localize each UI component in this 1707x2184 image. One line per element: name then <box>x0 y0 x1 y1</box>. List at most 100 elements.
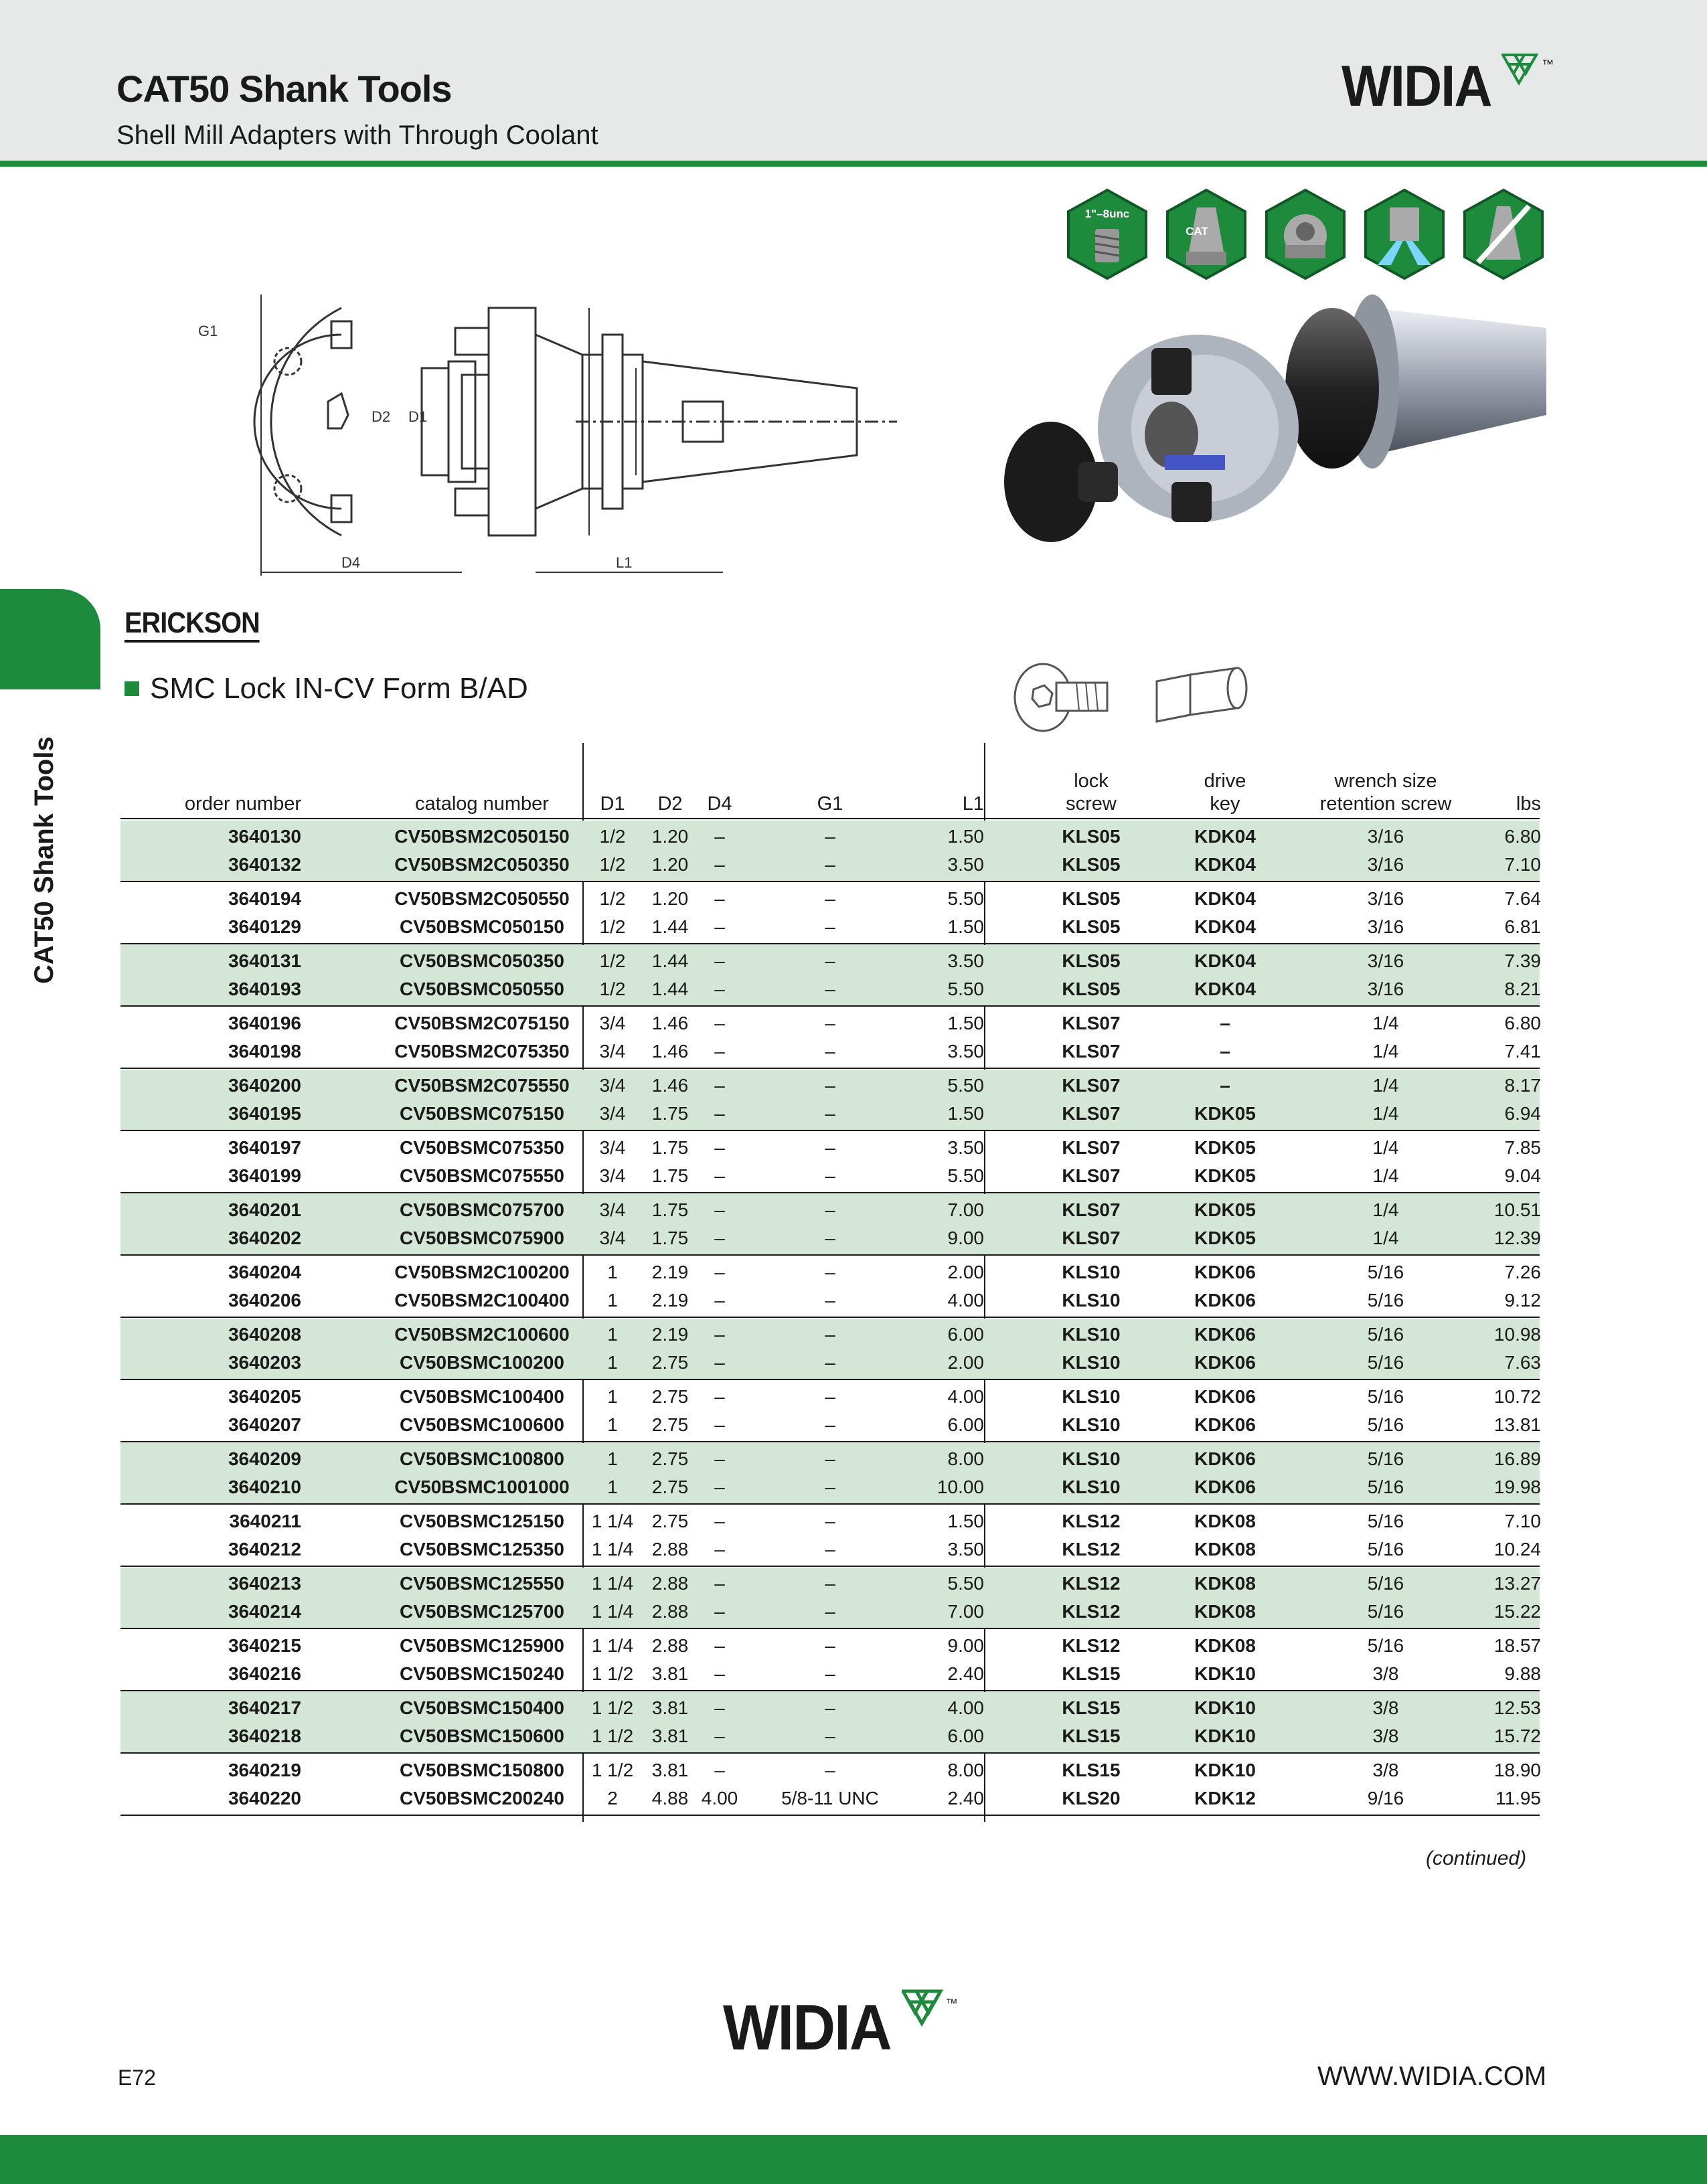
wrench-size: 3/16 <box>1367 950 1404 971</box>
g1-value: – <box>825 916 835 937</box>
wrench-size: 3/8 <box>1372 1697 1399 1718</box>
order-number: 3640217 <box>228 1697 301 1718</box>
catalog-number: CV50BSMC125350 <box>400 1539 564 1560</box>
wrench-size: 5/16 <box>1367 1262 1404 1282</box>
d4-value: – <box>714 1013 725 1033</box>
g1-value: – <box>825 1324 835 1345</box>
drive-key: – <box>1220 1075 1230 1096</box>
order-number: 3640218 <box>228 1726 301 1746</box>
coolant-icon <box>1358 187 1451 281</box>
drive-key: KDK04 <box>1194 854 1256 875</box>
l1-value: 5.50 <box>947 888 985 909</box>
g1-value: – <box>825 1635 835 1656</box>
header-drive-key-line2: key <box>1210 793 1240 815</box>
d1-value: 1 1/2 <box>591 1726 634 1746</box>
d4-label: D4 <box>341 554 360 571</box>
page-number: E72 <box>118 2066 156 2090</box>
product-photo <box>1004 295 1546 542</box>
wrench-size: 5/16 <box>1367 1539 1404 1560</box>
d2-label: D2 <box>372 408 390 425</box>
order-number: 3640214 <box>228 1601 301 1622</box>
column-divider <box>984 743 985 1822</box>
g1-value: – <box>825 1165 835 1186</box>
catalog-number: CV50BSMC100400 <box>400 1386 564 1407</box>
lock-screw: KLS10 <box>1062 1324 1121 1345</box>
weight-lbs: 7.26 <box>1504 1262 1542 1282</box>
weight-lbs: 7.63 <box>1504 1352 1542 1373</box>
weight-lbs: 7.39 <box>1504 950 1542 971</box>
lock-screw: KLS05 <box>1062 826 1121 847</box>
order-number: 3640220 <box>228 1788 301 1809</box>
order-number: 3640196 <box>228 1013 301 1033</box>
d4-value: – <box>714 1041 725 1062</box>
lock-screw: KLS12 <box>1062 1635 1121 1656</box>
column-divider <box>582 743 584 1822</box>
technical-drawing: G1 D2 D1 D4 L1 <box>198 295 897 576</box>
section-title: SMC Lock IN-CV Form B/AD <box>125 672 528 705</box>
lock-screw: KLS20 <box>1062 1788 1121 1809</box>
wrench-size: 3/16 <box>1367 916 1404 937</box>
g1-value: – <box>825 1075 835 1096</box>
order-number: 3640219 <box>228 1760 301 1780</box>
row-group-divider <box>120 1815 1540 1816</box>
weight-lbs: 15.72 <box>1493 1726 1541 1746</box>
lock-screw: KLS07 <box>1062 1228 1121 1248</box>
order-number: 3640209 <box>228 1448 301 1469</box>
row-group-divider <box>120 1192 1540 1193</box>
d1-value: 1/2 <box>599 979 626 999</box>
g1-value: – <box>825 1760 835 1780</box>
weight-lbs: 10.24 <box>1493 1539 1541 1560</box>
order-number: 3640202 <box>228 1228 301 1248</box>
catalog-number: CV50BSMC200240 <box>400 1788 564 1809</box>
header-catalog-number: catalog number <box>415 793 549 815</box>
footer-logo-tm: ™ <box>945 1997 958 2010</box>
weight-lbs: 11.95 <box>1495 1788 1541 1809</box>
website-link[interactable]: WWW.WIDIA.COM <box>1317 2062 1547 2091</box>
catalog-number: CV50BSMC150600 <box>400 1726 564 1746</box>
drive-key: KDK10 <box>1194 1697 1256 1718</box>
catalog-number: CV50BSMC075900 <box>400 1228 564 1248</box>
g1-value: – <box>825 979 835 999</box>
g1-value: – <box>825 1103 835 1124</box>
d1-value: 1 <box>607 1324 618 1345</box>
d1-value: 1 1/2 <box>591 1697 634 1718</box>
lock-screw: KLS12 <box>1062 1573 1121 1594</box>
g1-value: – <box>825 1199 835 1220</box>
catalog-number: CV50BSM2C075350 <box>394 1041 570 1062</box>
l1-value: 2.00 <box>947 1262 985 1282</box>
drive-key: KDK05 <box>1194 1165 1256 1186</box>
d2-value: 2.75 <box>651 1511 689 1531</box>
row-group-divider <box>120 1690 1540 1691</box>
d4-value: – <box>714 950 725 971</box>
footer-logo-word: WIDIA <box>723 1992 892 2064</box>
d4-value: – <box>714 1477 725 1497</box>
lock-screw: KLS07 <box>1062 1165 1121 1186</box>
weight-lbs: 7.10 <box>1504 1511 1542 1531</box>
catalog-number: CV50BSM2C050350 <box>394 854 570 875</box>
weight-lbs: 6.80 <box>1504 1013 1542 1033</box>
drive-key: – <box>1220 1041 1230 1062</box>
l1-label: L1 <box>616 554 632 571</box>
header-l1: L1 <box>962 793 984 815</box>
g1-value: – <box>825 1697 835 1718</box>
d4-value: – <box>714 854 725 875</box>
weight-lbs: 9.04 <box>1504 1165 1542 1186</box>
order-number: 3640130 <box>228 826 301 847</box>
d4-value: – <box>714 1448 725 1469</box>
table-header-rule <box>120 818 1540 819</box>
g1-value: – <box>825 1228 835 1248</box>
d2-value: 1.44 <box>651 950 689 971</box>
row-group-divider <box>120 1317 1540 1318</box>
widia-triangles-icon <box>901 1989 943 2027</box>
drive-key: KDK08 <box>1194 1601 1256 1622</box>
d4-value: – <box>714 826 725 847</box>
g1-value: – <box>825 1386 835 1407</box>
drive-key: KDK12 <box>1194 1788 1256 1809</box>
g1-value: – <box>825 1290 835 1311</box>
